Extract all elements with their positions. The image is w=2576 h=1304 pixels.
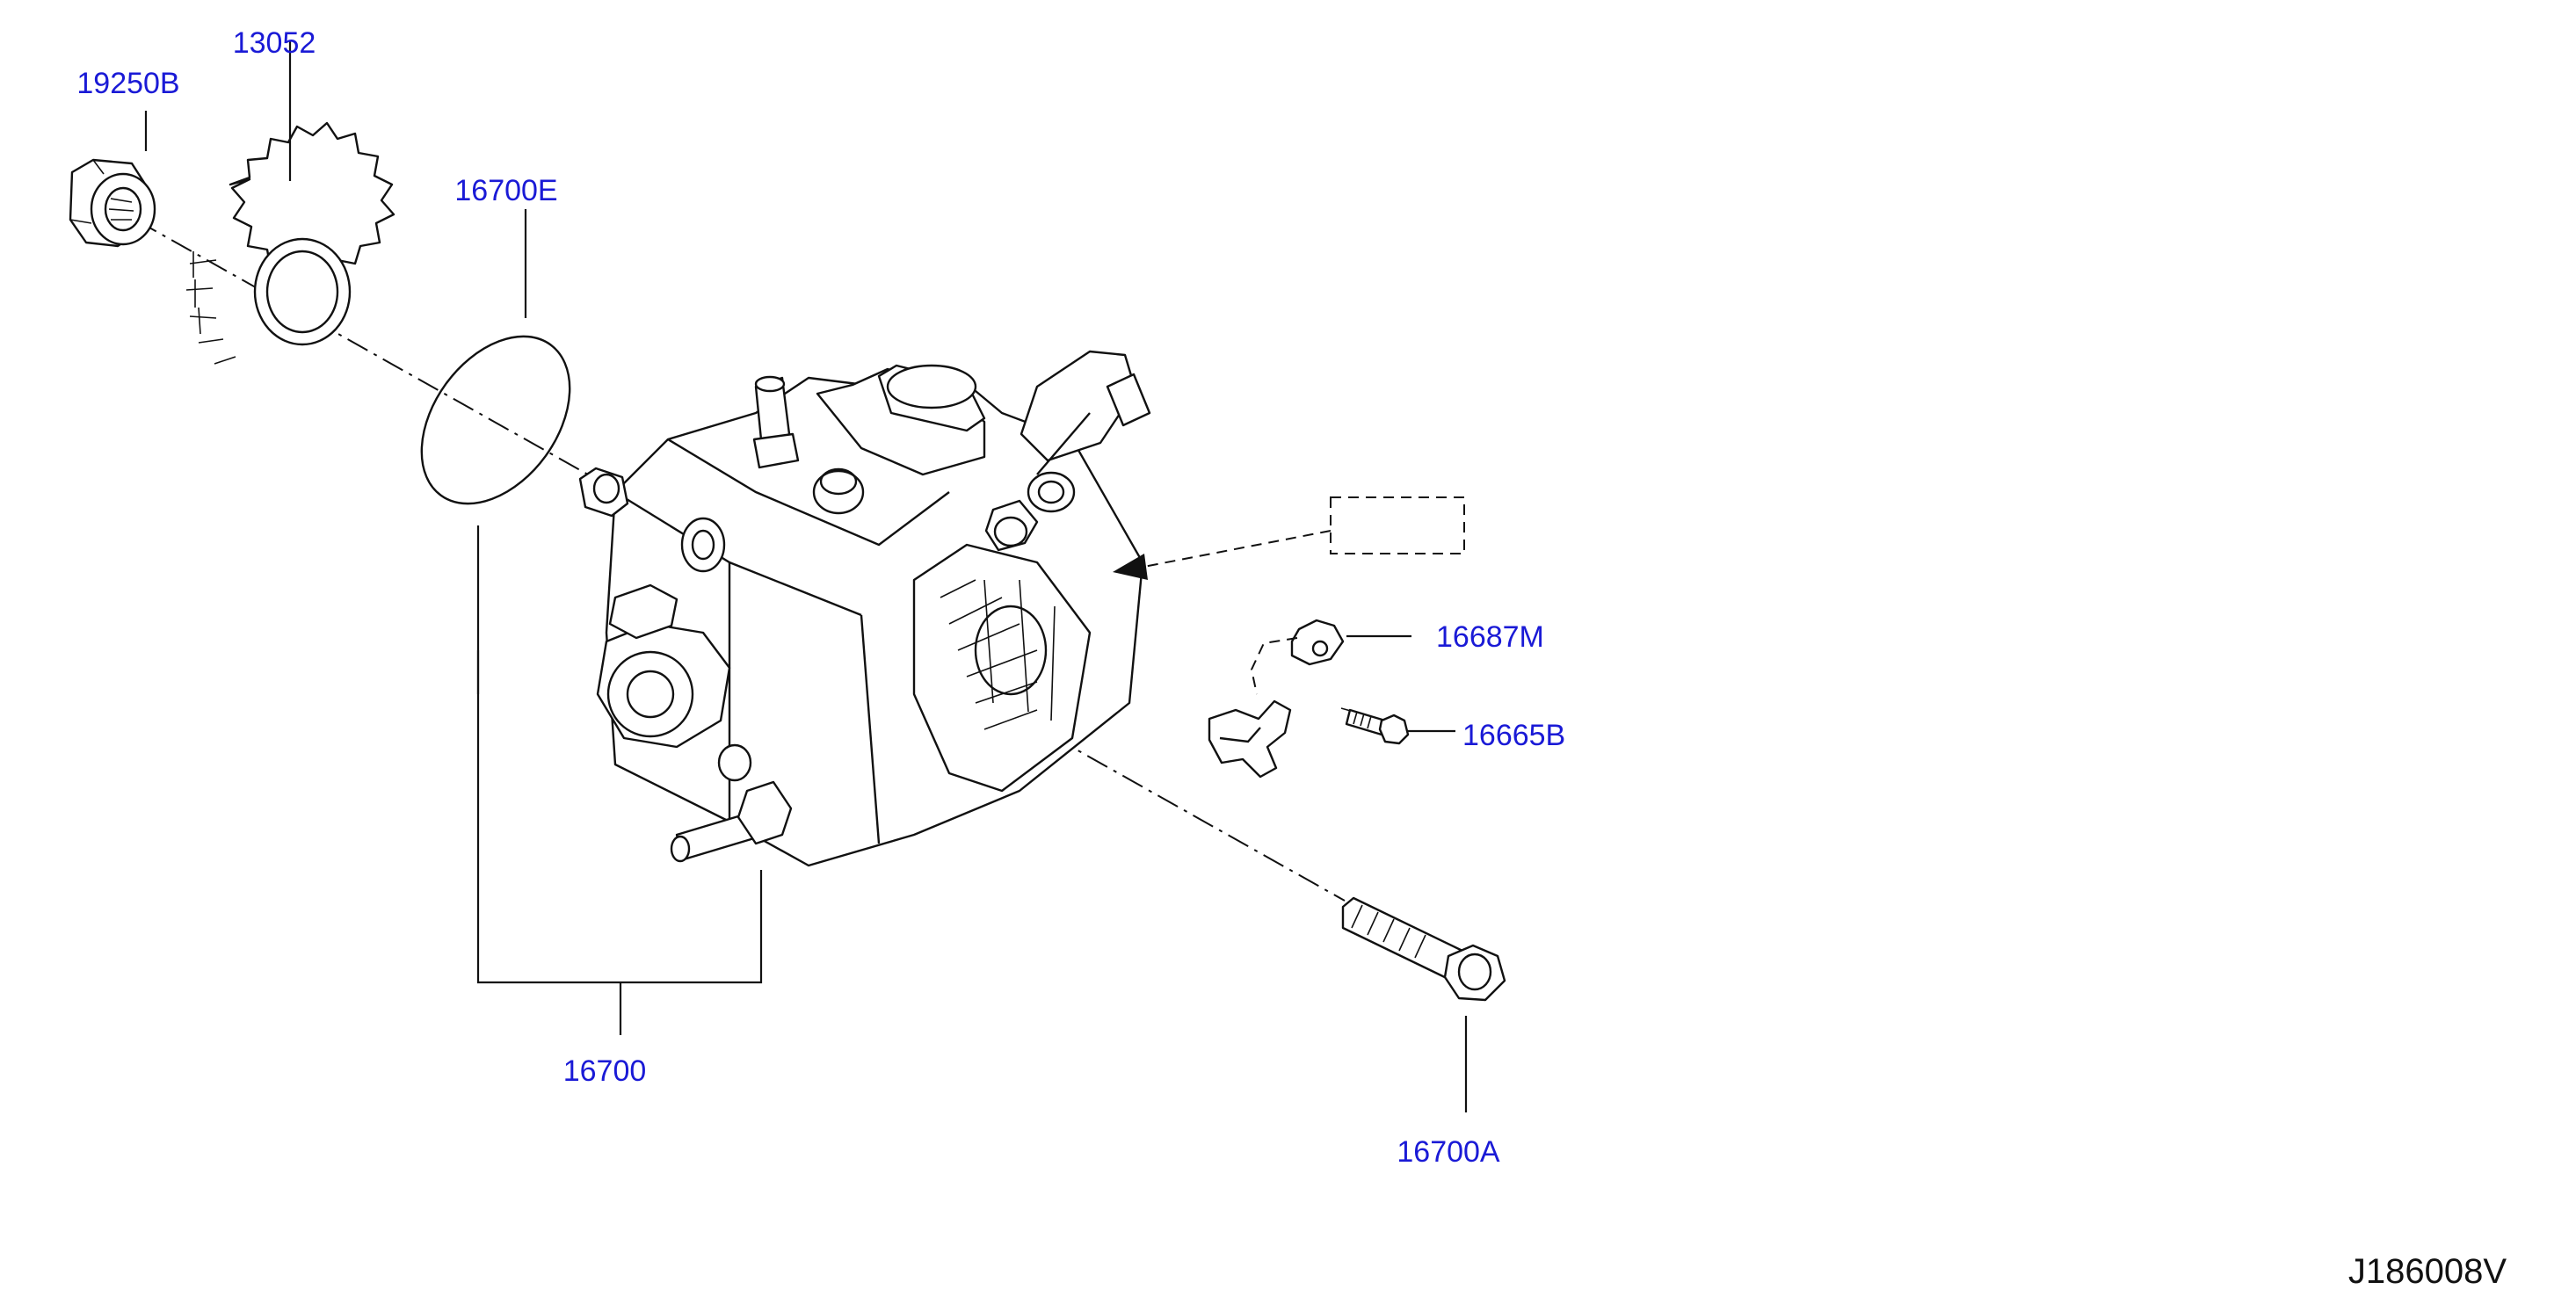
o-ring-part[interactable]: [391, 308, 600, 532]
part-label-gear: 13052: [233, 26, 316, 60]
leader-lines: [144, 40, 1468, 1112]
part-label-nut: 19250B: [76, 67, 179, 100]
bolt-part[interactable]: [1341, 896, 1506, 1002]
gear-part[interactable]: [185, 121, 395, 365]
reference-box-arrow: [1113, 496, 1465, 580]
part-label-bolt: 16700A: [1397, 1135, 1500, 1169]
bracket-part[interactable]: [1208, 619, 1345, 779]
part-label-screw: 16665B: [1462, 719, 1565, 752]
diagram-reference-code: J186008V: [2348, 1252, 2507, 1291]
nut-part[interactable]: [69, 158, 156, 248]
part-label-injection-pump: 16700: [563, 1054, 647, 1088]
screw-part[interactable]: [1340, 707, 1410, 745]
assembly-axis-line: [100, 199, 1346, 902]
part-label-bracket: 16687M: [1436, 620, 1544, 654]
part-label-o-ring: 16700E: [454, 174, 557, 207]
injection-pump-part[interactable]: [578, 350, 1151, 867]
